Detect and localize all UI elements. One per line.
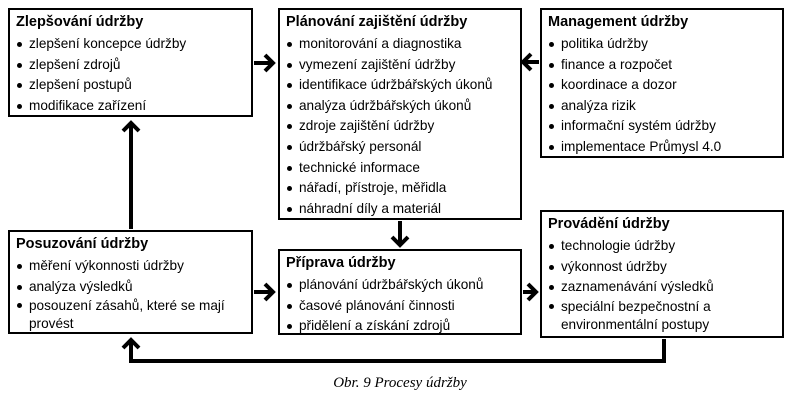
list-item: informační systém údržby — [548, 116, 776, 137]
list-item: vymezení zajištění údržby — [286, 55, 514, 76]
list-item: analýza výsledků — [16, 277, 245, 298]
list-item: náhradní díly a materiál — [286, 199, 514, 220]
list-item: implementace Průmysl 4.0 — [548, 137, 776, 158]
list-item: modifikace zařízení — [16, 96, 245, 117]
arrow-execution-to-assessment — [121, 337, 666, 363]
list-item: zdroje zajištění údržby — [286, 116, 514, 137]
arrow-assessment-to-preparation — [254, 282, 276, 302]
execution-title: Provádění údržby — [548, 216, 670, 232]
assessment-title: Posuzování údržby — [16, 236, 149, 252]
list-item: zlepšení zdrojů — [16, 55, 245, 76]
planning-list: monitorování a diagnostika vymezení zaji… — [286, 34, 514, 219]
list-item: analýza údržbářských úkonů — [286, 96, 514, 117]
assessment-list: měření výkonnosti údržby analýza výsledk… — [16, 256, 245, 333]
list-item: zlepšení postupů — [16, 75, 245, 96]
list-item: zlepšení koncepce údržby — [16, 34, 245, 55]
arrow-management-to-planning — [520, 52, 539, 72]
list-item: měření výkonnosti údržby — [16, 256, 245, 277]
management-title: Management údržby — [548, 14, 689, 30]
execution-list: technologie údržby výkonnost údržby zazn… — [548, 236, 776, 334]
improvement-list: zlepšení koncepce údržby zlepšení zdrojů… — [16, 34, 245, 116]
arrow-assessment-to-improvement — [121, 120, 141, 229]
list-item: monitorování a diagnostika — [286, 34, 514, 55]
execution-box: Provádění údržby technologie údržby výko… — [540, 210, 784, 338]
management-box: Management údržby politika údržby financ… — [540, 8, 784, 158]
list-item: posouzení zásahů, které se mají provést — [16, 297, 245, 333]
management-list: politika údržby finance a rozpočet koord… — [548, 34, 776, 158]
arrow-improvement-to-planning — [254, 53, 276, 73]
list-item: výkonnost údržby — [548, 257, 776, 278]
list-item: nářadí, přístroje, měřidla — [286, 178, 514, 199]
preparation-box: Příprava údržby plánování údržbářských ú… — [278, 249, 522, 335]
list-item: politika údržby — [548, 34, 776, 55]
planning-title: Plánování zajištění údržby — [286, 14, 468, 30]
list-item: identifikace údržbářských úkonů — [286, 75, 514, 96]
list-item: zaznamenávání výsledků — [548, 277, 776, 298]
list-item: plánování údržbářských úkonů — [286, 275, 514, 296]
list-item: technické informace — [286, 158, 514, 179]
list-item: analýza rizik — [548, 96, 776, 117]
planning-box: Plánování zajištění údržby monitorování … — [278, 8, 522, 220]
assessment-box: Posuzování údržby měření výkonnosti údrž… — [8, 230, 253, 334]
preparation-title: Příprava údržby — [286, 255, 396, 271]
list-item: koordinace a dozor — [548, 75, 776, 96]
list-item: technologie údržby — [548, 236, 776, 257]
arrow-preparation-to-execution — [523, 282, 539, 302]
improvement-title: Zlepšování údržby — [16, 14, 144, 30]
arrow-planning-to-preparation — [390, 221, 410, 248]
preparation-list: plánování údržbářských úkonů časové plán… — [286, 275, 514, 337]
list-item: časové plánování činnosti — [286, 296, 514, 317]
list-item: přidělení a získání zdrojů — [286, 316, 514, 337]
list-item: speciální bezpečnostní a environmentální… — [548, 298, 776, 334]
figure-caption: Obr. 9 Procesy údržby — [333, 375, 467, 391]
list-item: finance a rozpočet — [548, 55, 776, 76]
improvement-box: Zlepšování údržby zlepšení koncepce údrž… — [8, 8, 253, 117]
list-item: údržbářský personál — [286, 137, 514, 158]
